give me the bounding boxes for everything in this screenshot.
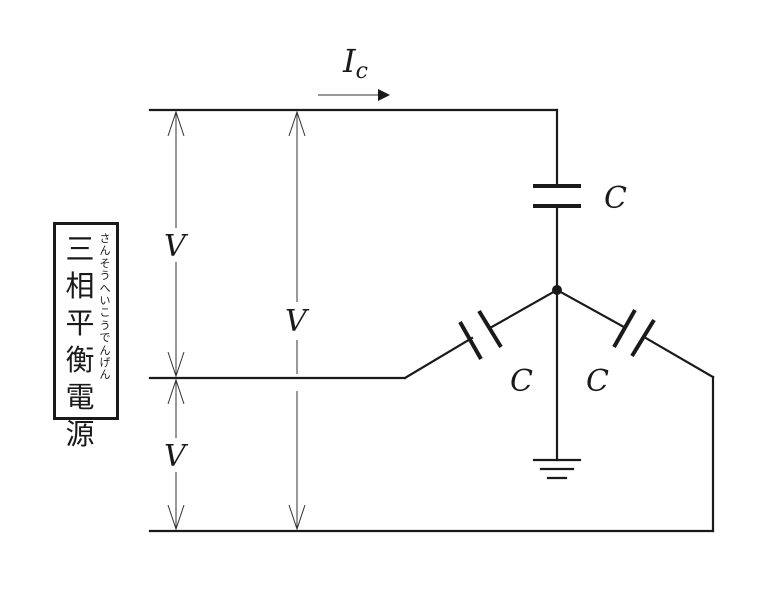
ruby-char: い bbox=[99, 293, 111, 307]
source-kanji-6: 源 bbox=[65, 417, 95, 451]
left-capacitor bbox=[458, 288, 559, 360]
middle-cap-lead bbox=[403, 336, 474, 380]
ruby-char: こ bbox=[99, 306, 111, 320]
ground-symbol bbox=[532, 458, 582, 480]
right-cap-lead bbox=[642, 335, 715, 379]
source-kanji-column: 三 相 平 衡 電 源 bbox=[64, 231, 96, 453]
voltage-dimension-bottom bbox=[167, 378, 185, 531]
voltage-label-outer: V bbox=[285, 304, 310, 339]
current-label: Ic bbox=[342, 42, 368, 84]
capacitor-label-right: C bbox=[586, 364, 609, 399]
voltage-label-bottom: V bbox=[164, 439, 189, 474]
voltage-label-top: V bbox=[164, 229, 189, 264]
ruby-char: で bbox=[99, 331, 111, 345]
ruby-char: う bbox=[99, 269, 111, 283]
source-kanji-5: 電 bbox=[65, 380, 95, 414]
capacitor-label-top: C bbox=[604, 181, 627, 216]
capacitor-label-left: C bbox=[510, 364, 533, 399]
source-kanji-2: 相 bbox=[65, 269, 95, 303]
three-phase-source-box: 三 相 平 衡 電 源 さ ん そ う へ い こ う で ん げ ん bbox=[53, 222, 119, 451]
source-ruby-column: さ ん そ う へ い こ う で ん げ ん bbox=[97, 232, 113, 382]
voltage-dimension-outer bbox=[288, 110, 306, 531]
source-kanji-3: 平 bbox=[65, 306, 95, 340]
ruby-char: う bbox=[99, 318, 111, 332]
ruby-char: そ bbox=[99, 256, 111, 270]
ruby-char: へ bbox=[99, 281, 111, 295]
current-arrow bbox=[318, 89, 390, 101]
ruby-char: ん bbox=[99, 368, 111, 382]
top-capacitor bbox=[533, 184, 581, 292]
voltage-dimension-top bbox=[167, 110, 185, 378]
ruby-char: ん bbox=[99, 343, 111, 357]
ruby-char: ん bbox=[99, 244, 111, 258]
right-capacitor bbox=[555, 288, 656, 358]
ruby-char: げ bbox=[99, 355, 111, 369]
source-kanji-1: 三 bbox=[65, 232, 95, 266]
ruby-char: さ bbox=[99, 232, 111, 245]
source-kanji-4: 衡 bbox=[65, 343, 95, 377]
